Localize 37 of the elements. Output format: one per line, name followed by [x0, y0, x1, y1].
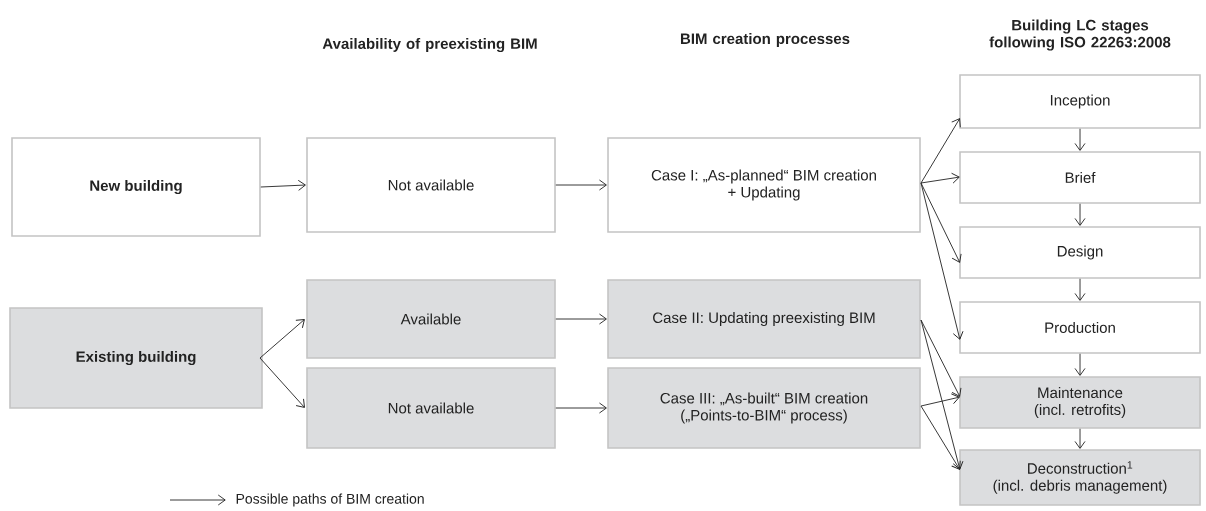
column-heading: Availability of preexisting BIM — [322, 38, 537, 53]
arrow — [920, 319, 964, 470]
column-heading: BIM creation processes — [681, 33, 850, 47]
process-box: Available — [306, 279, 556, 359]
process-box: Case I: „As-planned“ BIM creation + Updating — [607, 137, 921, 233]
process-box: Case II: Updating preexisting BIM — [607, 279, 921, 359]
arrow — [1074, 203, 1086, 226]
process-box: Brief — [959, 151, 1201, 204]
process-box: Design — [959, 226, 1201, 279]
arrow — [920, 405, 961, 470]
arrow — [920, 182, 964, 340]
arrow — [260, 179, 306, 191]
arrow — [555, 179, 607, 191]
arrow — [920, 172, 960, 184]
process-box: Maintenance (incl. retrofits) — [959, 376, 1201, 429]
arrow — [1074, 353, 1086, 376]
process-box: New building — [11, 137, 261, 237]
process-box: Not available — [306, 367, 556, 449]
arrow — [1074, 128, 1086, 151]
arrow — [920, 182, 962, 263]
process-box: Not available — [306, 137, 556, 233]
arrow — [1074, 278, 1086, 301]
process-box: Case III: „As-built“ BIM creation („Points-to-BIM“ process) — [607, 367, 921, 449]
legend-text: Possible paths of BIM creation — [236, 493, 424, 507]
arrow — [920, 118, 961, 184]
process-box: Deconstruction$^{1}$ (incl. debris management) — [959, 449, 1201, 506]
arrow — [920, 319, 962, 397]
process-box: Production — [959, 301, 1201, 354]
process-box: Existing building — [9, 307, 263, 409]
arrow — [920, 393, 960, 407]
arrow — [555, 402, 607, 414]
arrow — [1074, 428, 1086, 449]
arrow — [259, 319, 305, 359]
process-box: Inception — [959, 74, 1201, 129]
arrow — [259, 357, 305, 408]
arrow — [555, 313, 607, 325]
column-heading: Building LC stages following ISO 22263:2008 — [989, 19, 1171, 51]
